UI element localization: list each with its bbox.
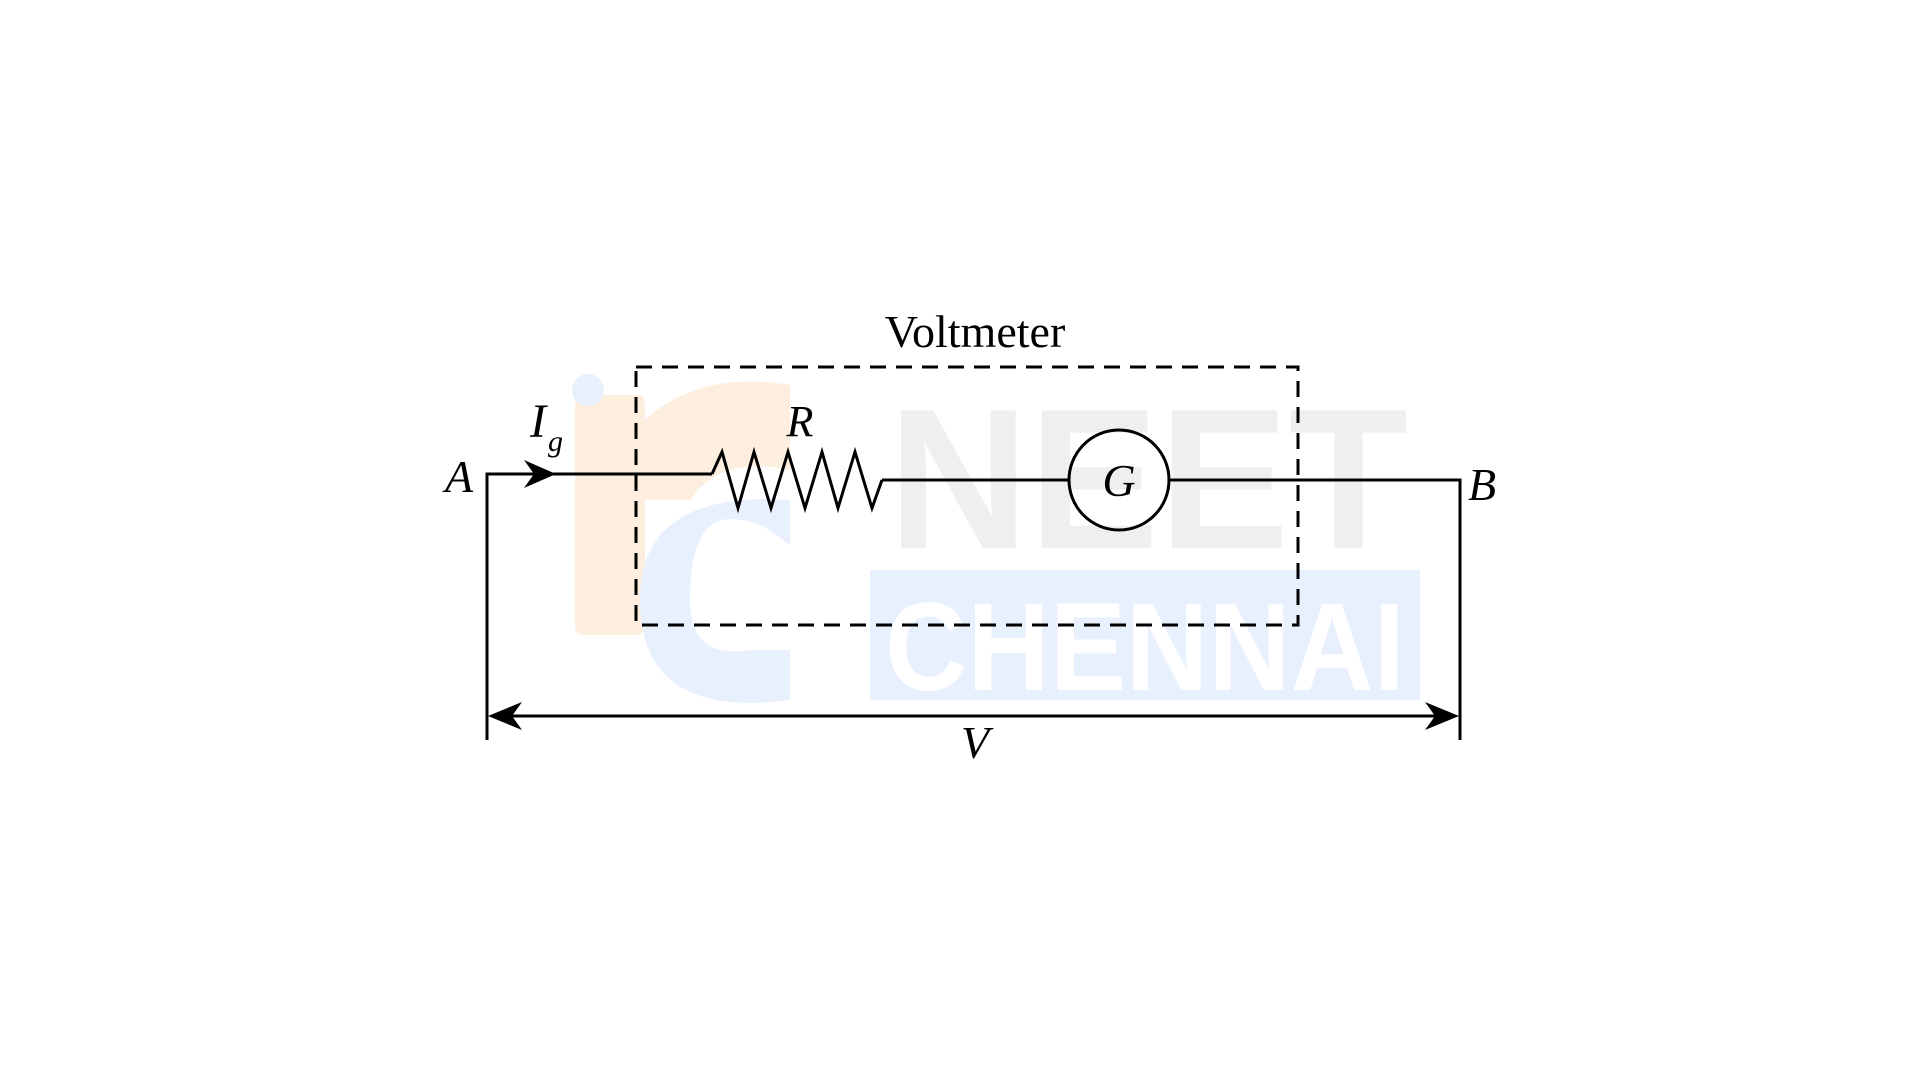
- galvanometer-label: G: [1102, 455, 1135, 506]
- watermark-orange-arc: [645, 381, 790, 500]
- resistor: [710, 446, 884, 514]
- terminal-a-label: A: [442, 451, 474, 502]
- watermark-logo: NEET CHENNAI: [572, 368, 1420, 717]
- current-arrow-icon: [524, 460, 556, 488]
- watermark-blue-c: [640, 499, 790, 703]
- voltage-arrow-left-icon: [488, 702, 522, 730]
- watermark-text-bottom: CHENNAI: [885, 578, 1405, 717]
- voltage-arrow-right-icon: [1425, 702, 1459, 730]
- voltmeter-box: [634, 365, 1300, 627]
- current-symbol: I: [529, 395, 548, 448]
- resistor-label: R: [786, 397, 814, 446]
- terminal-b-label: B: [1468, 459, 1496, 510]
- watermark-dot: [572, 374, 604, 406]
- wire-left: [485, 472, 712, 740]
- voltmeter-label: Voltmeter: [885, 306, 1066, 357]
- wire-right: [1169, 478, 1462, 740]
- voltage-label: V: [961, 717, 994, 768]
- watermark-blue-band: [870, 570, 1420, 700]
- current-label: Ig: [529, 395, 563, 458]
- current-subscript: g: [548, 425, 563, 458]
- watermark-orange-bar: [575, 395, 645, 635]
